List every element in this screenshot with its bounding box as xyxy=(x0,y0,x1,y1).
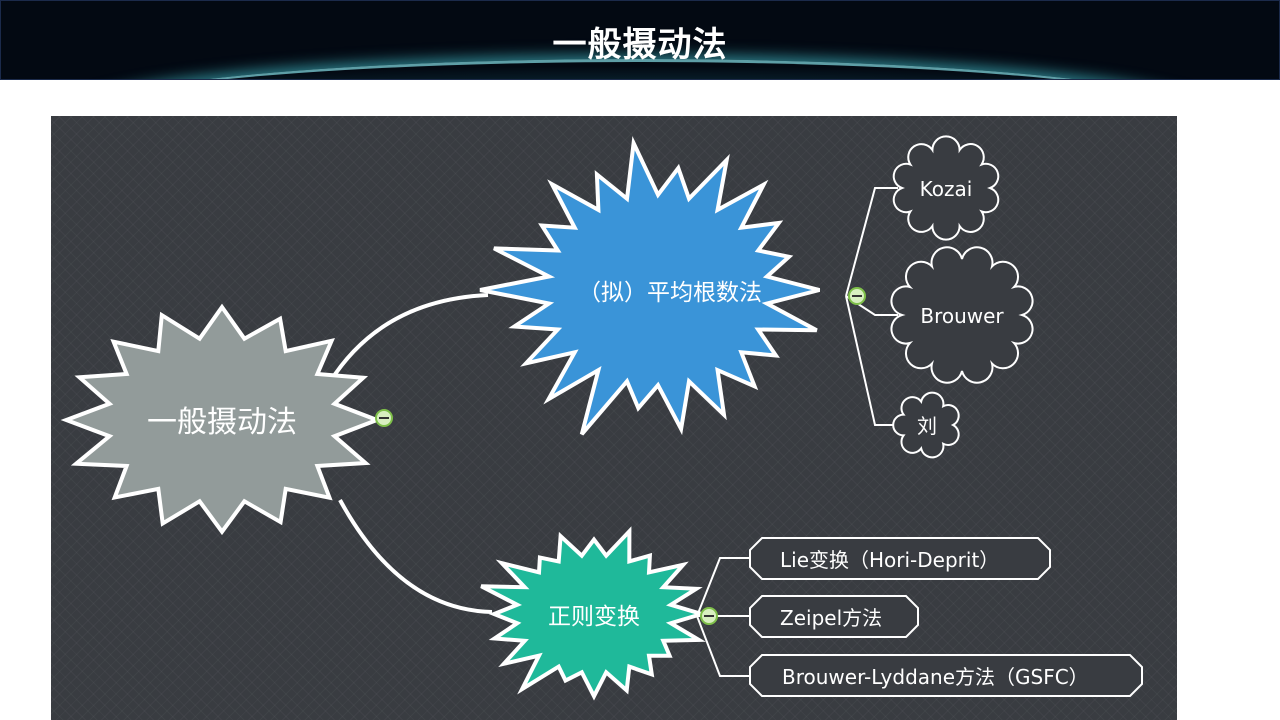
lie-node-shape[interactable] xyxy=(749,537,1051,580)
kozai-node-shape[interactable] xyxy=(892,135,1000,241)
brouwer-node-label: Brouwer xyxy=(920,304,1004,328)
canonical-node-shape[interactable] xyxy=(480,526,709,701)
averaged-node-shape[interactable] xyxy=(479,135,820,436)
connectors xyxy=(326,293,493,614)
connector-liu xyxy=(845,295,898,426)
collapse-root-button[interactable] xyxy=(375,409,393,427)
zeipel-node-shape[interactable] xyxy=(749,595,919,638)
gsfc-node-shape[interactable] xyxy=(749,654,1143,697)
lie-node-label: Lie变换（Hori-Deprit） xyxy=(780,548,999,572)
kozai-node-label: Kozai xyxy=(920,177,973,201)
title-banner: 一般摄动法 xyxy=(0,0,1280,80)
gsfc-node-label: Brouwer-Lyddane方法（GSFC） xyxy=(782,665,1089,689)
connector-root-to-averaged xyxy=(326,293,489,387)
connector-gsfc xyxy=(696,615,750,677)
canonical-node-label: 正则变换 xyxy=(548,604,640,630)
connector-root-to-canonical xyxy=(338,499,493,614)
collapse-canonical-button[interactable] xyxy=(700,607,718,625)
connector-lie xyxy=(696,557,750,617)
earth-horizon-image xyxy=(61,59,1221,79)
root-node-shape[interactable] xyxy=(60,303,383,536)
liu-node-shape[interactable] xyxy=(892,391,960,459)
collapse-averaged-button[interactable] xyxy=(848,287,866,305)
liu-node-label: 刘 xyxy=(917,414,937,438)
slide-title: 一般摄动法 xyxy=(552,25,728,65)
brouwer-node-shape[interactable] xyxy=(890,246,1034,384)
root-node-label: 一般摄动法 xyxy=(147,405,297,440)
zeipel-node-label: Zeipel方法 xyxy=(780,606,882,630)
averaged-node-label: （拟）平均根数法 xyxy=(578,280,762,306)
connector-kozai xyxy=(845,187,898,297)
